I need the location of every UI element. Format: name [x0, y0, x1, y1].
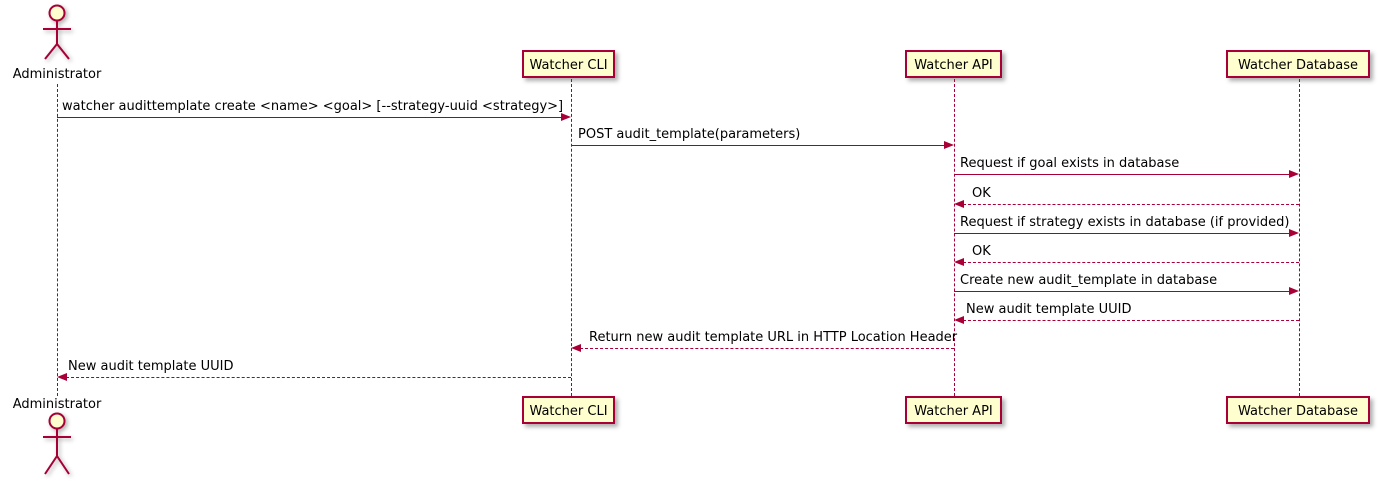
message-arrow: [954, 174, 1290, 175]
actor-icon: [43, 412, 71, 475]
actor-icon: [43, 4, 71, 60]
arrowhead-right-icon: [1289, 229, 1299, 237]
arrowhead-left-icon: [954, 258, 964, 266]
participant-box-watcher-database-bottom: Watcher Database: [1226, 396, 1370, 424]
arrowhead-left-icon: [954, 200, 964, 208]
actor-label-top: Administrator: [12, 67, 102, 82]
lifeline-administrator: [56, 84, 58, 396]
arrowhead-right-icon: [1289, 287, 1299, 295]
message-label: POST audit_template(parameters): [578, 127, 801, 142]
actor-label-bottom: Administrator: [12, 397, 102, 412]
participant-box-watcher-api-bottom: Watcher API: [905, 396, 1002, 424]
message-arrow: [571, 145, 945, 146]
arrowhead-left-icon: [571, 344, 581, 352]
message-label: New audit template UUID: [966, 302, 1132, 317]
arrowhead-left-icon: [954, 316, 964, 324]
lifeline-watcher-cli: [570, 79, 572, 396]
message-label: Request if goal exists in database: [960, 156, 1180, 171]
message-arrow: [580, 348, 954, 349]
message-label: Create new audit_template in database: [960, 273, 1218, 288]
participant-box-watcher-cli-bottom: Watcher CLI: [522, 396, 615, 424]
message-arrow: [963, 204, 1299, 205]
participant-box-watcher-cli-top: Watcher CLI: [522, 50, 615, 78]
message-arrow: [963, 262, 1299, 263]
arrowhead-right-icon: [944, 141, 954, 149]
message-arrow: [954, 233, 1290, 234]
message-arrow: [57, 117, 562, 118]
message-label: OK: [972, 244, 991, 259]
arrowhead-right-icon: [561, 113, 571, 121]
message-label: Return new audit template URL in HTTP Lo…: [589, 330, 958, 345]
message-arrow: [66, 377, 571, 378]
lifeline-watcher-database: [1298, 79, 1300, 396]
message-label: New audit template UUID: [68, 359, 234, 374]
message-arrow: [963, 320, 1299, 321]
arrowhead-right-icon: [1289, 170, 1299, 178]
message-label: Request if strategy exists in database (…: [960, 215, 1290, 230]
message-arrow: [954, 291, 1290, 292]
message-label: watcher audittemplate create <name> <goa…: [62, 99, 564, 114]
lifeline-watcher-api: [953, 79, 955, 396]
participant-box-watcher-api-top: Watcher API: [905, 50, 1002, 78]
participant-box-watcher-database-top: Watcher Database: [1226, 50, 1370, 78]
message-label: OK: [972, 186, 991, 201]
arrowhead-left-icon: [57, 373, 67, 381]
